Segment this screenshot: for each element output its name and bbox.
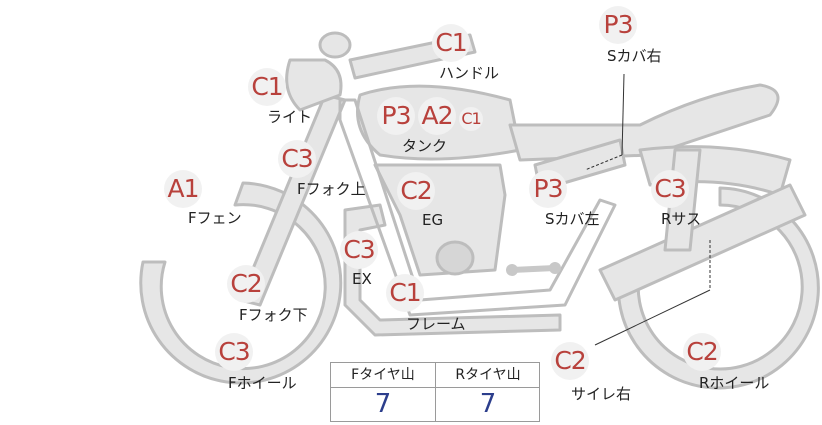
label-f-fork-upper: Fフォク上 [297, 180, 366, 198]
label-silencer-right: サイレ右 [571, 385, 632, 403]
grade-engine: C2 [397, 172, 435, 210]
footpeg [509, 265, 558, 273]
label-tank: タンク [402, 137, 448, 155]
rear-tire-value: 7 [479, 389, 497, 419]
label-light: ライト [267, 108, 313, 126]
grade-s-cover-right: P3 [599, 6, 637, 44]
grade-light: C1 [248, 68, 286, 106]
front-tire-value: 7 [374, 389, 392, 419]
label-r-suspension: Rサス [661, 210, 702, 228]
grade-exhaust: C3 [340, 231, 378, 269]
rear-tire-column: Rタイヤ山 7 [436, 363, 540, 421]
rear-tire-header: Rタイヤ山 [436, 363, 540, 388]
label-f-fork-lower: Fフォク下 [239, 306, 308, 324]
label-handle: ハンドル [439, 64, 500, 82]
silencer [598, 183, 807, 302]
grade-tank-2: A2 [418, 97, 456, 135]
grade-f-fork-upper: C3 [278, 140, 316, 178]
label-s-cover-left: Sカバ左 [545, 210, 600, 228]
label-f-wheel: Fホイール [228, 374, 297, 392]
grade-f-wheel: C3 [215, 333, 253, 371]
leader-silencer-right [594, 289, 711, 346]
seat [508, 83, 780, 162]
grade-s-cover-left: P3 [529, 170, 567, 208]
label-s-cover-right: Sカバ右 [607, 47, 662, 65]
grade-r-wheel: C2 [683, 333, 721, 371]
exhaust-pipe [343, 203, 562, 337]
grade-tank-1: P3 [377, 97, 415, 135]
grade-f-fork-lower: C2 [227, 265, 265, 303]
leader-s-cover-right [621, 73, 625, 156]
engine-cover [435, 240, 475, 276]
grade-r-suspension: C3 [651, 170, 689, 208]
headlight [285, 58, 343, 112]
front-fork [238, 93, 347, 307]
mirror [318, 31, 352, 59]
grade-handle: C1 [432, 24, 470, 62]
label-frame: フレーム [406, 315, 466, 333]
label-engine: EG [422, 211, 444, 229]
grade-frame: C1 [386, 274, 424, 312]
frame [338, 98, 617, 317]
front-tire-column: Fタイヤ山 7 [331, 363, 436, 421]
grade-silencer-right: C2 [551, 342, 589, 380]
front-tire-header: Fタイヤ山 [331, 363, 435, 388]
label-r-wheel: Rホイール [699, 374, 770, 392]
leader-s-cover-right-dash [584, 154, 623, 171]
grade-f-fender: A1 [164, 170, 202, 208]
tire-tread-table: Fタイヤ山 7 Rタイヤ山 7 [330, 362, 540, 422]
label-exhaust: EX [352, 270, 372, 288]
grade-tank-3: C1 [459, 107, 483, 131]
label-f-fender: Fフェン [188, 209, 242, 227]
